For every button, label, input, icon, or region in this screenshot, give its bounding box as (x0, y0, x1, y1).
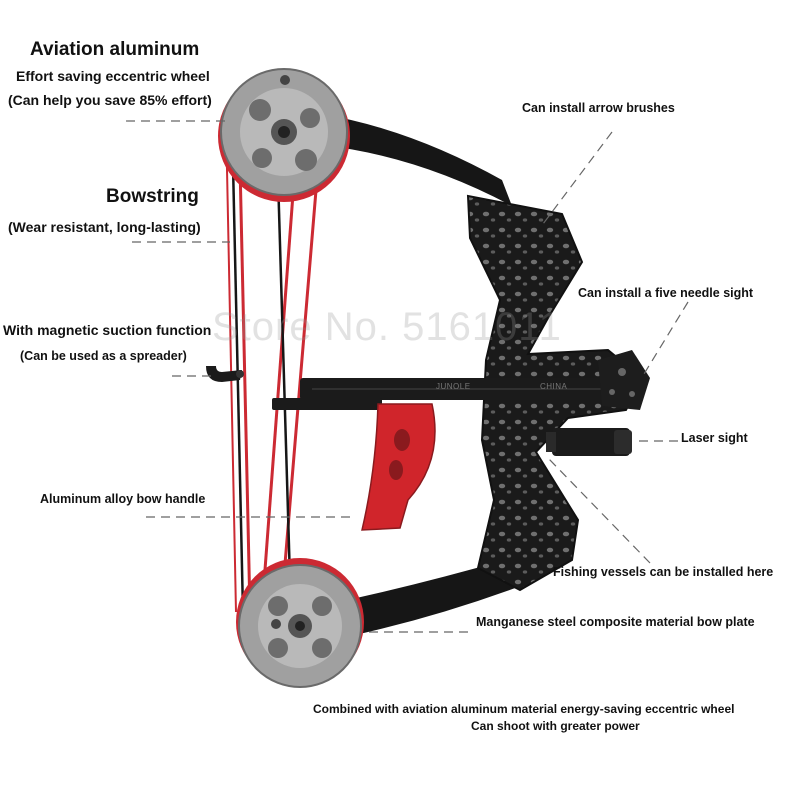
wear-resistant-label: (Wear resistant, long-lasting) (8, 219, 201, 235)
bowstring-title: Bowstring (106, 186, 199, 207)
bow-plate-label: Manganese steel composite material bow p… (476, 615, 755, 629)
laser-sight (546, 428, 632, 456)
combined-line-1: Combined with aviation aluminum material… (313, 702, 735, 716)
save-effort-label: (Can help you save 85% effort) (8, 92, 212, 108)
magnetic-suction-label: With magnetic suction function (3, 322, 212, 338)
arrow-brushes-label: Can install arrow brushes (522, 101, 675, 115)
bow-handle-label: Aluminum alloy bow handle (40, 492, 206, 506)
fishing-vessels-label: Fishing vessels can be installed here (553, 565, 774, 579)
bow-riser (272, 194, 644, 592)
combined-line-2: Can shoot with greater power (471, 719, 640, 733)
lower-eccentric-wheel (236, 558, 364, 688)
spreader-label: (Can be used as a spreader) (20, 349, 187, 363)
upper-eccentric-wheel (218, 68, 350, 202)
magnetic-clip (206, 366, 244, 382)
laser-sight-label: Laser sight (681, 431, 748, 445)
sight-mount (598, 350, 650, 410)
engraving-right: CHINA (540, 382, 568, 391)
five-needle-sight-label: Can install a five needle sight (578, 286, 754, 300)
engraving-left: JUNOLE (436, 382, 471, 391)
callout-leaders (126, 120, 689, 633)
eccentric-wheel-label: Effort saving eccentric wheel (16, 68, 210, 84)
aviation-aluminum-title: Aviation aluminum (30, 39, 200, 60)
store-watermark: Store No. 5161011 (212, 305, 562, 349)
